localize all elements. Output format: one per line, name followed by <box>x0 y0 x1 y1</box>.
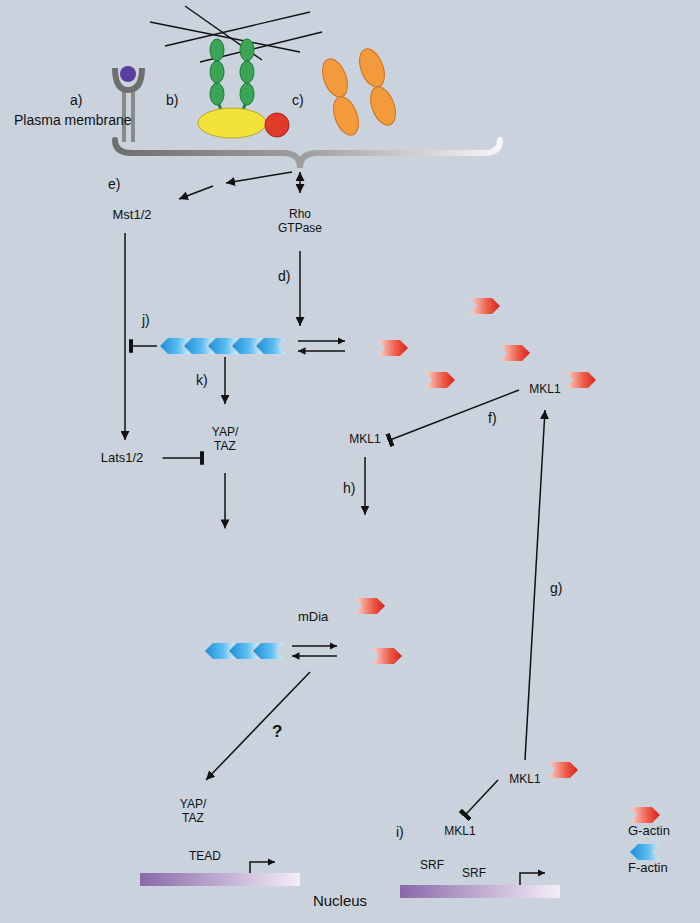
extracellular-matrix <box>150 6 322 62</box>
callout-letter: g) <box>550 580 562 596</box>
legend-swatch <box>628 806 662 824</box>
transcription-factor: SRF <box>411 854 453 878</box>
activation-arrow <box>124 233 126 440</box>
callout-letter: c) <box>292 92 304 108</box>
callout-letter: a) <box>70 92 82 108</box>
node-text: MKL1 <box>444 825 475 839</box>
callout-letter: h) <box>343 480 355 496</box>
nucleus-region: NucleusYAP/ TAZTEADMKL1MKL1SRFSRF <box>25 515 655 923</box>
integrin <box>198 39 289 138</box>
node-text: Lats1/2 <box>101 451 144 466</box>
transcription-factor: SRF <box>453 862 495 886</box>
legend-swatch <box>628 843 662 861</box>
coactivator-pentagon-outline <box>169 785 218 840</box>
unknown-mark: ? <box>272 722 282 742</box>
pathway-arrows <box>131 172 345 780</box>
mkl1-free-outline <box>341 424 389 456</box>
activation-arrow <box>364 457 366 515</box>
coactivator-pentagon: YAP/ TAZ <box>197 407 253 473</box>
callout-letter: f) <box>488 410 497 426</box>
callout-letter: e) <box>108 176 120 192</box>
inhibition-line <box>465 780 498 815</box>
node-text: Nucleus <box>313 892 367 909</box>
mkl1-free: MKL1 <box>340 423 390 457</box>
callout-letter: b) <box>166 92 178 108</box>
node-text: SRF <box>420 859 444 873</box>
legend: G-actinF-actin <box>628 806 670 880</box>
transcription-factor-outline <box>454 863 495 886</box>
node-text: Rho GTPase <box>272 208 328 236</box>
node-text: MKL1 <box>349 433 380 447</box>
transcription-factor: TEAD <box>177 841 233 873</box>
mkl1-actin-complex: MKL1 <box>519 370 571 410</box>
extracellular-space <box>0 0 700 150</box>
kinase-box-outline <box>90 198 175 233</box>
legend-text: F-actin <box>628 861 668 876</box>
gtpase-ellipse-outline <box>261 196 339 248</box>
nuclear-f-actin <box>205 643 283 659</box>
mkl1-free-outline <box>435 816 485 848</box>
signal-bracket <box>115 140 500 168</box>
legend-text: G-actin <box>628 824 670 839</box>
nucleus-region-outline <box>26 516 654 923</box>
formin-label: mDia <box>298 610 328 625</box>
mkl1-actin-complex-outline <box>499 761 551 799</box>
node-text: YAP/ TAZ <box>172 798 214 826</box>
inhibition-line <box>163 457 203 459</box>
node-text: YAP/ TAZ <box>201 426 249 454</box>
node-text: MKL1 <box>509 773 540 787</box>
inhibition-line <box>390 390 519 440</box>
node-text: Mst1/2 <box>112 208 151 223</box>
transcription-factor-outline <box>412 855 453 878</box>
coactivator-pentagon: YAP/ TAZ <box>168 784 218 840</box>
callout-letter: i) <box>396 824 404 840</box>
activation-arrow <box>224 473 226 528</box>
legend-item: F-actin <box>628 843 670 876</box>
kinase-parallelogram-outline <box>75 441 169 476</box>
activation-arrow <box>525 410 545 760</box>
g-actin-monomers <box>378 298 596 388</box>
callout-letter: d) <box>278 268 290 284</box>
kinase-box: Mst1/2 <box>89 197 175 233</box>
transcription-factor-outline <box>178 842 232 872</box>
cell-adhesion-molecules <box>318 45 400 138</box>
f-actin-filament <box>160 338 286 354</box>
legend-item: G-actin <box>628 806 670 839</box>
mkl1-free: MKL1 <box>434 815 486 849</box>
kinase-parallelogram: Lats1/2 <box>75 440 170 476</box>
receptor <box>112 66 145 142</box>
callout-letter: j) <box>142 312 150 328</box>
node-text: SRF <box>462 867 486 881</box>
mkl1-actin-complex: MKL1 <box>498 760 552 800</box>
nuclear-g-actin <box>355 598 578 778</box>
nucleus-region-shape <box>25 515 655 923</box>
light-glow <box>115 0 700 180</box>
coactivator-pentagon-outline <box>198 408 253 473</box>
gtpase-ellipse: Rho GTPase <box>260 195 340 249</box>
mkl1-actin-complex-outline <box>520 371 570 409</box>
node-text: MKL1 <box>529 383 560 397</box>
node-text: TEAD <box>189 850 221 864</box>
membrane-label: Plasma membrane <box>14 112 132 128</box>
callout-letter: k) <box>196 372 208 388</box>
